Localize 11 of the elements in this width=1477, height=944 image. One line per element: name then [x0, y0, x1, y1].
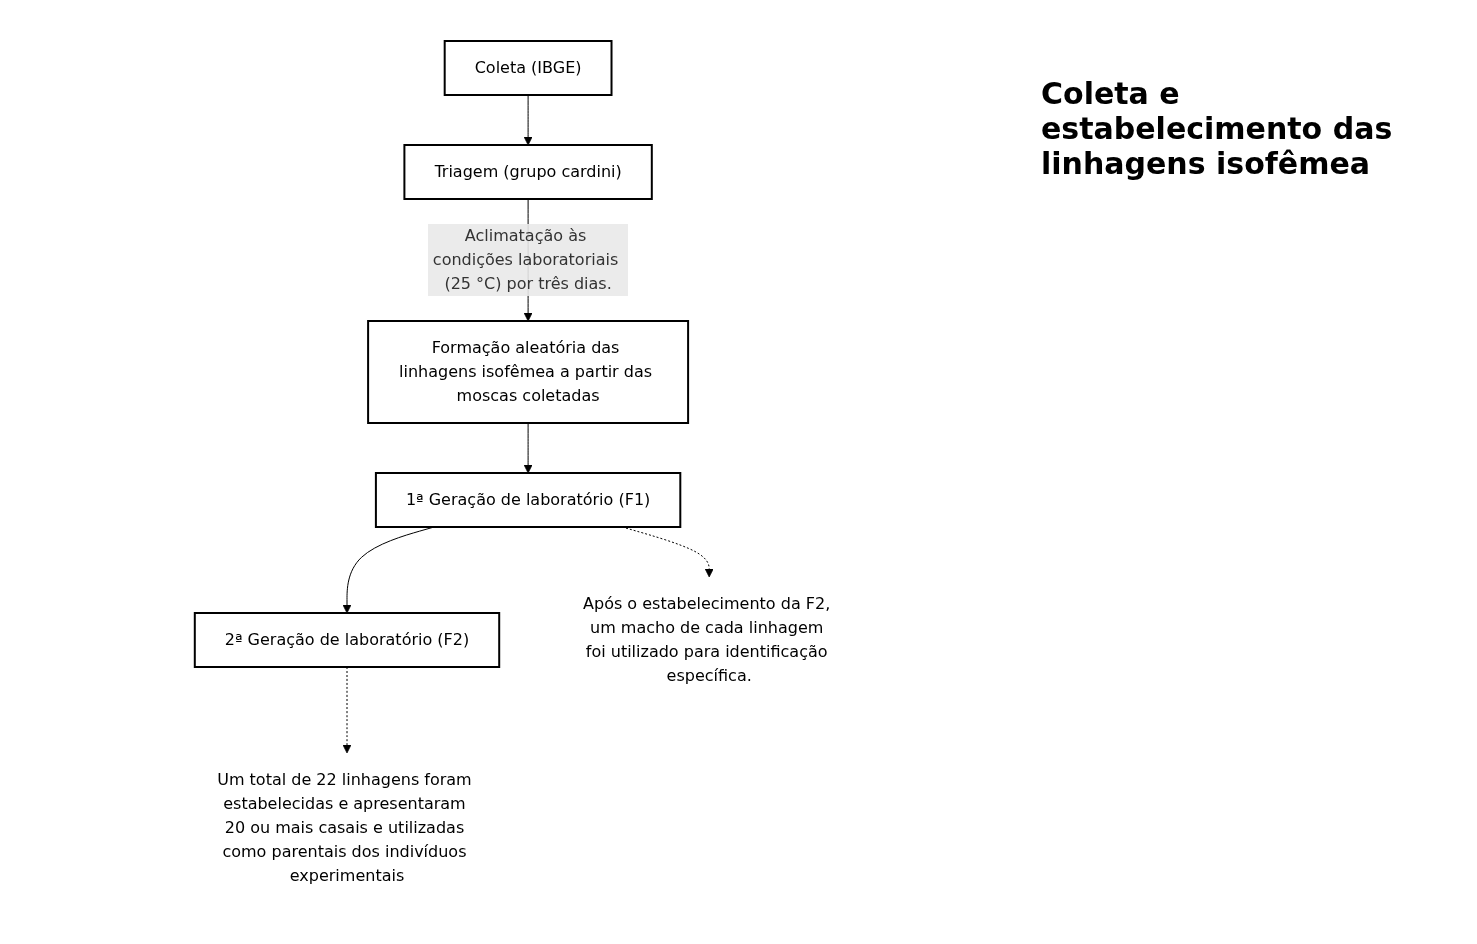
node-box: Triagem (grupo cardini): [403, 144, 654, 200]
node-box: 2ª Geração de laboratório (F2): [194, 612, 501, 668]
arrow: [524, 94, 533, 146]
node-box: Formação aleatória das linhagens isofêmea a partir das moscas coletadas: [367, 320, 690, 424]
node-box: Coleta (IBGE): [444, 40, 613, 96]
arrow: [524, 422, 533, 474]
node-box: 1ª Geração de laboratório (F1): [375, 472, 682, 528]
edge-label: Aclimatação às condições laboratoriais (25 °C) por três dias.: [433, 226, 619, 293]
diagram-title: Coleta e estabelecimento das linhagens isofêmea: [1041, 76, 1394, 181]
node-text: Após o estabelecimento da F2, um macho de cada linhagem foi utilizado para identificação específica.: [583, 594, 831, 685]
node-text: Um total de 22 linhagens foram estabelecidas e apresentaram 20 ou mais casais e utilizadas como parentais dos indivíduos experimentais: [217, 770, 473, 885]
